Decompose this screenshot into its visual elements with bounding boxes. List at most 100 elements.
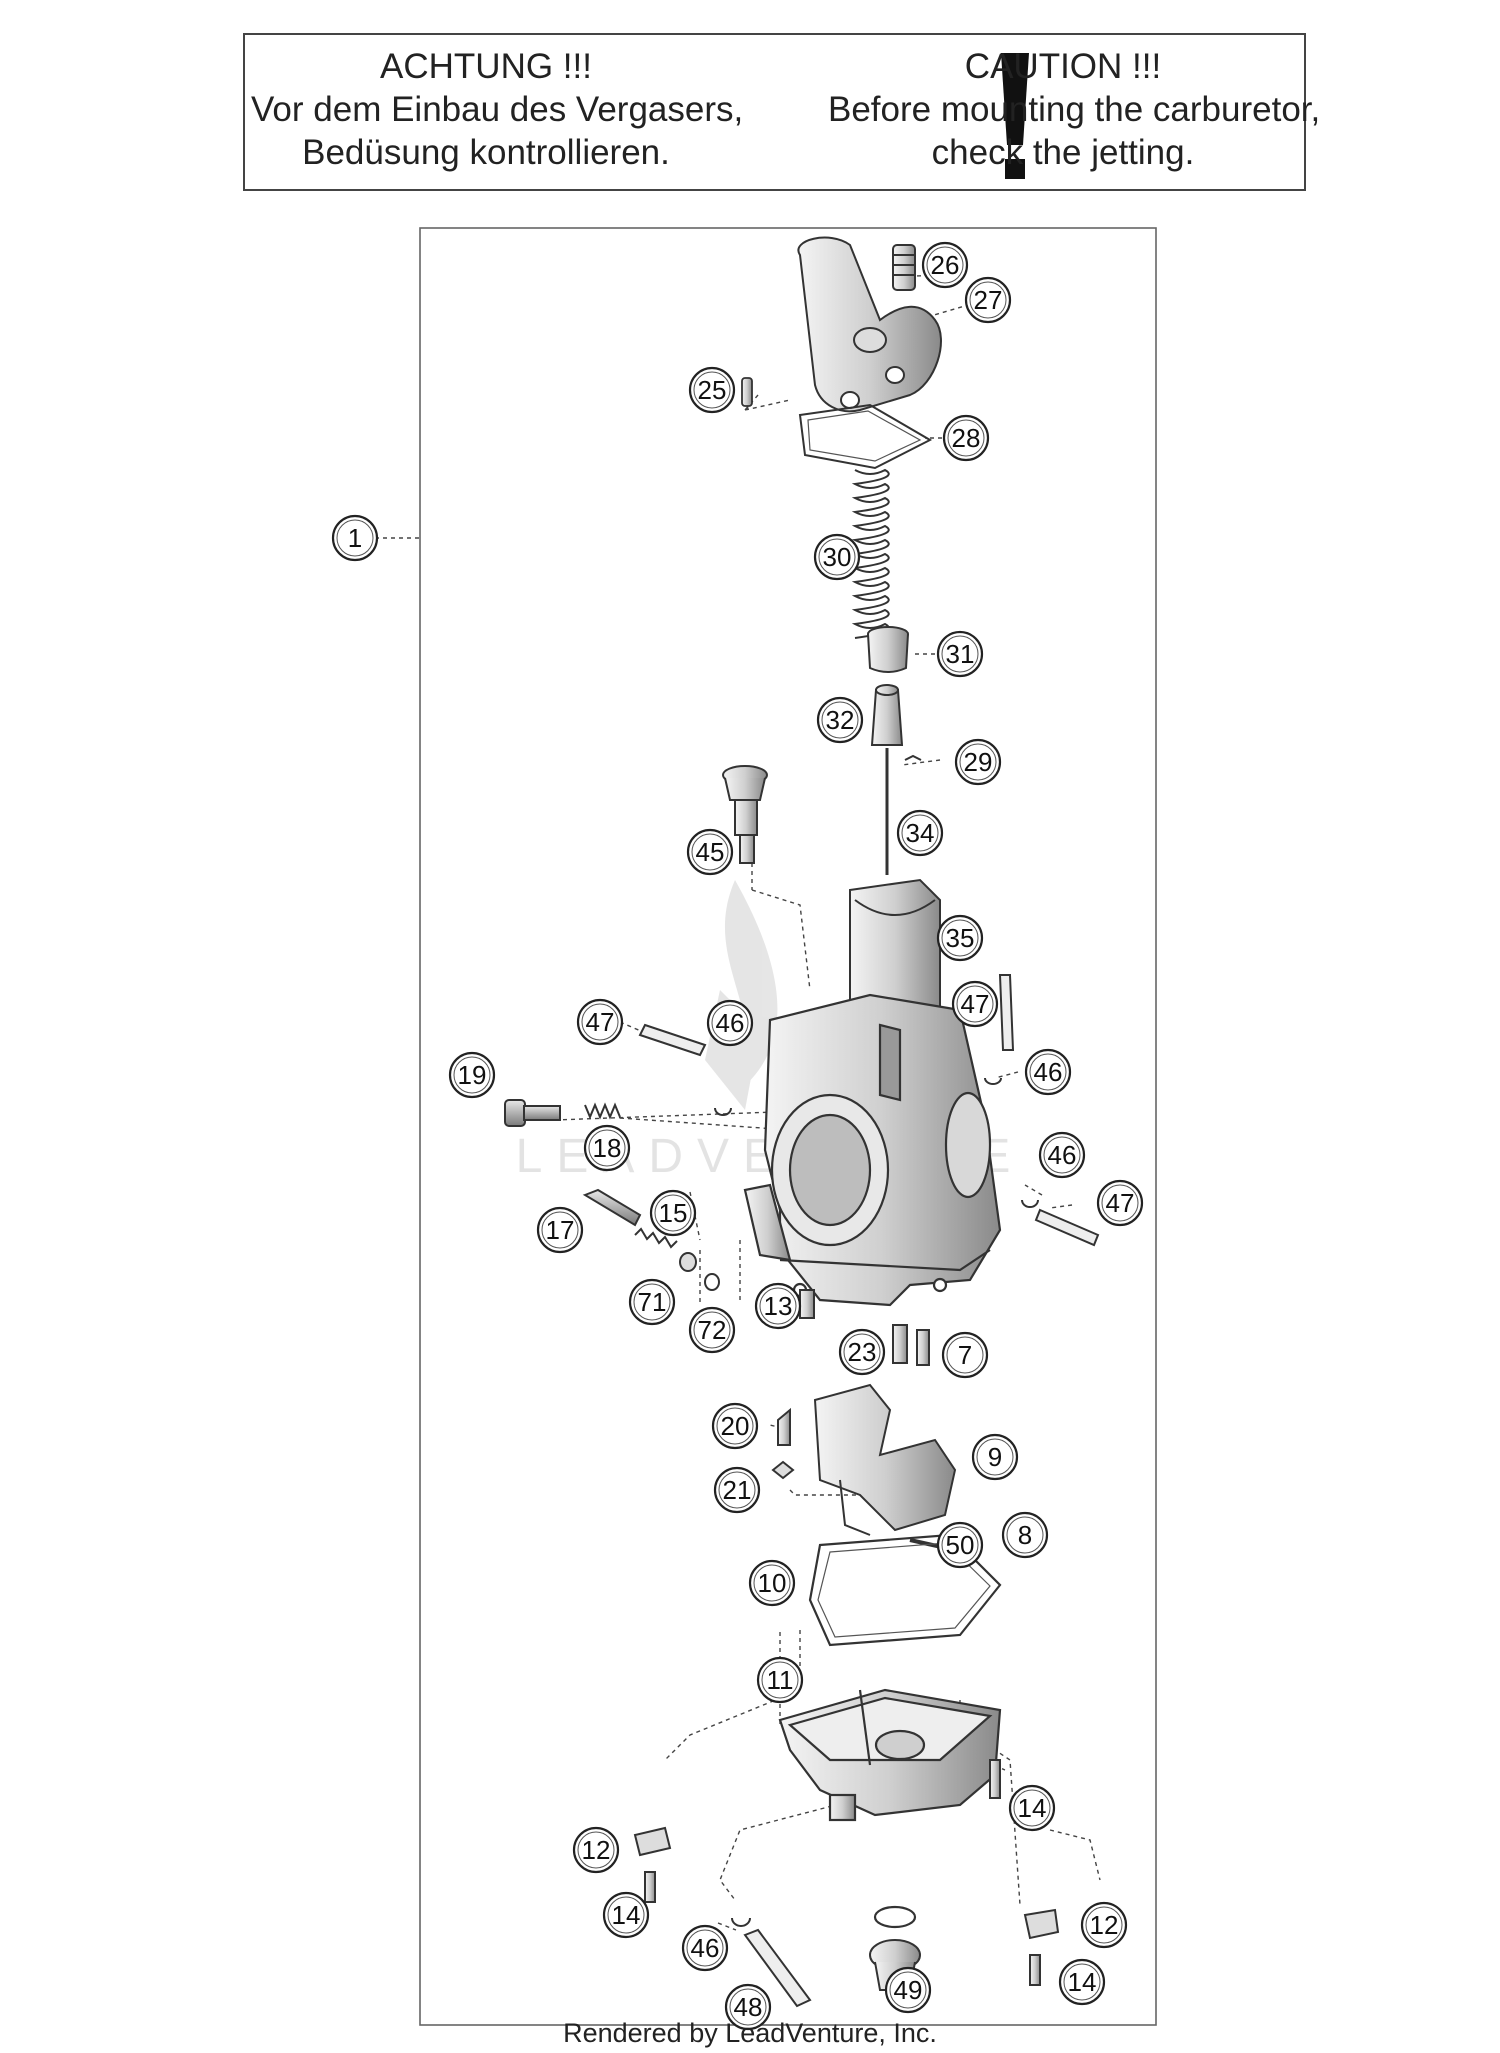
- callout-label: 20: [721, 1411, 750, 1441]
- callout-inner-ring: [959, 743, 997, 781]
- callout-inner-ring: [1101, 1184, 1139, 1222]
- callout-label: 71: [638, 1287, 667, 1317]
- callout-26: 26: [921, 241, 969, 289]
- part-pilot-screw: [582, 1188, 642, 1227]
- callout-18: 18: [583, 1124, 631, 1172]
- callout-inner-ring: [843, 1333, 881, 1371]
- callout-inner-ring: [759, 1287, 797, 1325]
- callout-inner-ring: [976, 1438, 1014, 1476]
- callout-label: 46: [1048, 1140, 1077, 1170]
- callout-label: 12: [582, 1835, 611, 1865]
- part-bowl-screw: [989, 1759, 1001, 1799]
- callout-inner-ring: [686, 1929, 724, 1967]
- part-throttle-cover: [797, 236, 942, 413]
- caution-english: CAUTION !!! Before mounting the carburet…: [828, 45, 1320, 174]
- callout-inner-ring: [654, 1194, 692, 1232]
- callout-circle: [448, 1051, 496, 1099]
- callout-circle: [754, 1282, 802, 1330]
- callout-label: 12: [1090, 1910, 1119, 1940]
- part-needle-seat: [771, 1460, 795, 1480]
- callout-inner-ring: [941, 919, 979, 957]
- callout-label: 10: [758, 1568, 787, 1598]
- callout-inner-ring: [729, 1988, 767, 2026]
- callout-inner-ring: [947, 419, 985, 457]
- part-pilot-spring: [634, 1227, 678, 1249]
- callout-inner-ring: [821, 701, 859, 739]
- callout-inner-ring: [711, 1004, 749, 1042]
- callout-inner-ring: [1013, 1789, 1051, 1827]
- part-pilot-washer: [679, 1252, 697, 1272]
- part-needle-holder: [870, 684, 904, 746]
- callout-label: 46: [691, 1933, 720, 1963]
- callout-circle: [536, 1206, 584, 1254]
- callout-inner-ring: [1029, 1053, 1067, 1091]
- callout-20: 20: [711, 1402, 759, 1450]
- callout-46: 46: [681, 1924, 729, 1972]
- part-vent-tube-left: [638, 1023, 707, 1057]
- callout-inner-ring: [946, 1336, 984, 1374]
- part-cable-adjuster: [892, 244, 916, 291]
- callout-label: 23: [848, 1337, 877, 1367]
- callout-circle: [649, 1189, 697, 1237]
- callout-45: 45: [686, 828, 734, 876]
- callout-inner-ring: [969, 281, 1007, 319]
- callout-label: 45: [696, 837, 725, 867]
- callout-47: 47: [951, 980, 999, 1028]
- callout-8: 8: [1001, 1511, 1049, 1559]
- callout-label: 14: [612, 1900, 641, 1930]
- callout-32: 32: [816, 696, 864, 744]
- callout-label: 19: [458, 1060, 487, 1090]
- callout-inner-ring: [1006, 1516, 1044, 1554]
- callout-label: 18: [593, 1133, 622, 1163]
- callout-inner-ring: [336, 519, 374, 557]
- callout-label: 27: [974, 285, 1003, 315]
- callout-inner-ring: [633, 1283, 671, 1321]
- callout-72: 72: [688, 1306, 736, 1354]
- callout-46: 46: [1024, 1048, 1072, 1096]
- callout-label: 46: [716, 1008, 745, 1038]
- callout-label: 25: [698, 375, 727, 405]
- part-cover-gasket: [798, 403, 933, 470]
- callout-circle: [936, 630, 984, 678]
- part-needle-clip: [904, 754, 922, 761]
- part-hose-clip-lower-right: [1021, 1199, 1039, 1208]
- callout-circle: [688, 366, 736, 414]
- callout-12: 12: [572, 1826, 620, 1874]
- callout-7: 7: [941, 1331, 989, 1379]
- part-cable-bracket-left: [633, 1826, 672, 1857]
- part-pilot-oring: [704, 1273, 720, 1291]
- callout-50: 50: [936, 1521, 984, 1569]
- exclamation-icon: [1001, 53, 1029, 179]
- callout-21: 21: [713, 1466, 761, 1514]
- part-bracket-screw-right: [1029, 1954, 1041, 1986]
- part-idle-spring: [584, 1102, 621, 1120]
- callout-30: 30: [813, 533, 861, 581]
- callout-29: 29: [954, 738, 1002, 786]
- callout-17: 17: [536, 1206, 584, 1254]
- callout-label: 47: [1106, 1188, 1135, 1218]
- callout-circle: [936, 1521, 984, 1569]
- callout-inner-ring: [901, 814, 939, 852]
- part-overflow-hose: [743, 1928, 812, 2008]
- callout-label: 50: [946, 1530, 975, 1560]
- callout-circle: [602, 1891, 650, 1939]
- caution-de-line-1: ACHTUNG !!!: [380, 47, 592, 86]
- part-throttle-spring: [851, 468, 890, 639]
- callout-28: 28: [942, 414, 990, 462]
- callout-label: 30: [823, 542, 852, 572]
- callout-circle: [1008, 1784, 1056, 1832]
- callout-inner-ring: [718, 1471, 756, 1509]
- callout-circle: [1001, 1511, 1049, 1559]
- callout-label: 47: [961, 989, 990, 1019]
- callout-circle: [941, 1331, 989, 1379]
- callout-inner-ring: [1085, 1906, 1123, 1944]
- callout-inner-ring: [1043, 1136, 1081, 1174]
- part-float-bowl: [778, 1688, 1002, 1822]
- callout-circle: [724, 1983, 772, 2031]
- callout-label: 47: [586, 1007, 615, 1037]
- callout-label: 14: [1018, 1793, 1047, 1823]
- callout-circle: [706, 999, 754, 1047]
- part-pilot-jet: [799, 1289, 815, 1319]
- part-carburetor-body: [743, 993, 1002, 1307]
